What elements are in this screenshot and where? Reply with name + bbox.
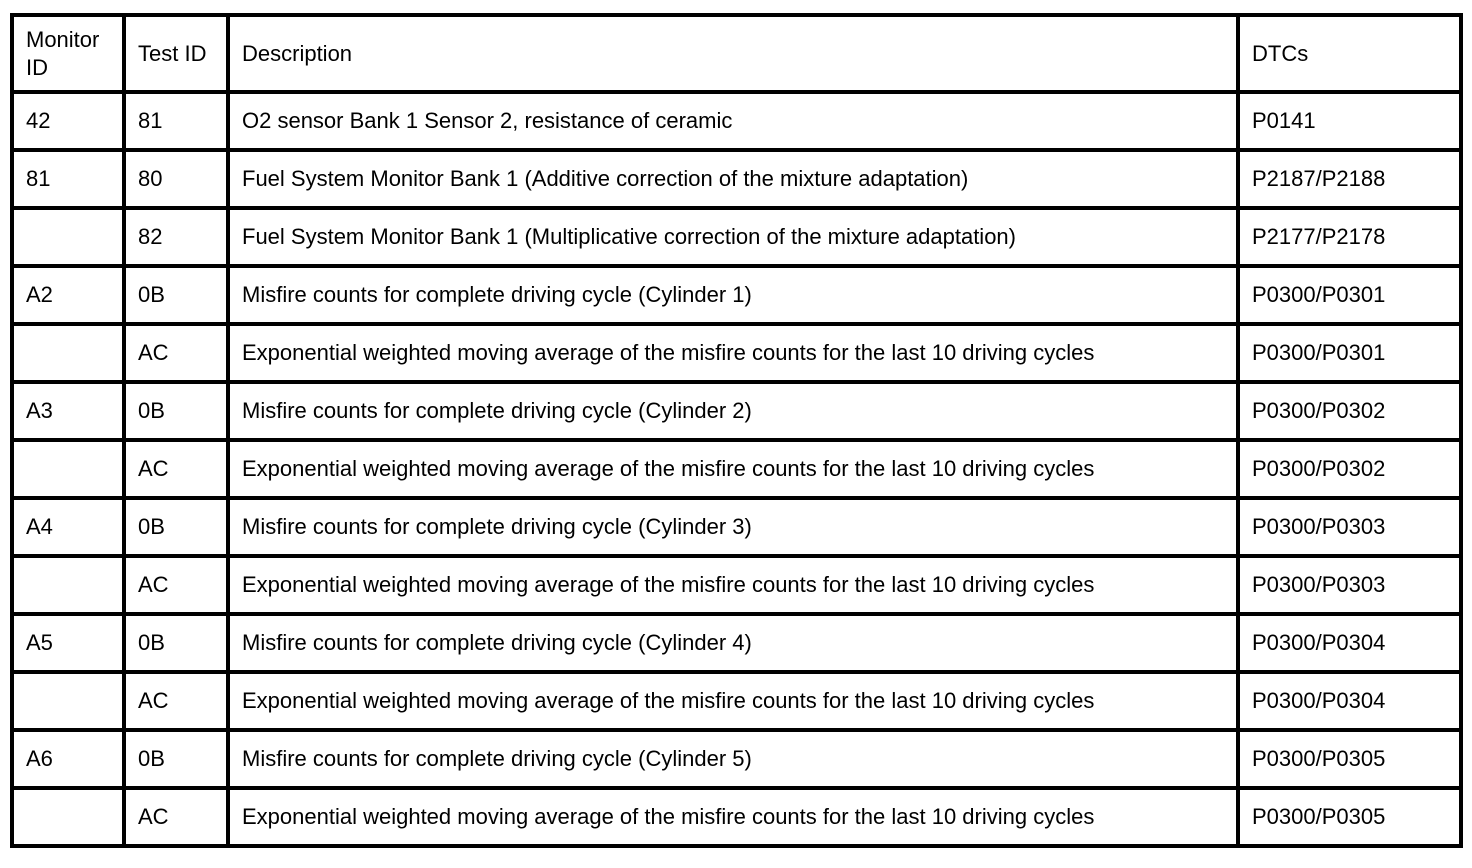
cell-dtcs: P0300/P0303 [1236,496,1463,558]
cell-test-id: 0B [122,612,230,674]
header-cell-monitor-id: Monitor ID [10,13,126,94]
cell-dtcs: P0300/P0303 [1236,554,1463,616]
cell-dtcs: P0300/P0302 [1236,380,1463,442]
cell-monitor-id: A6 [10,728,126,790]
cell-description: Misfire counts for complete driving cycl… [226,728,1240,790]
cell-test-id: 0B [122,264,230,326]
header-cell-dtcs: DTCs [1236,13,1463,94]
cell-description: Exponential weighted moving average of t… [226,322,1240,384]
cell-dtcs: P0300/P0304 [1236,612,1463,674]
cell-test-id: AC [122,438,230,500]
table-row: AC Exponential weighted moving average o… [10,786,1463,848]
header-cell-description: Description [226,13,1240,94]
cell-monitor-id [10,786,126,848]
header-row: Monitor ID Test ID Description DTCs [10,13,1463,94]
table-row: A2 0B Misfire counts for complete drivin… [10,264,1463,326]
cell-dtcs: P0300/P0304 [1236,670,1463,732]
cell-dtcs: P0300/P0302 [1236,438,1463,500]
cell-test-id: AC [122,786,230,848]
cell-test-id: AC [122,670,230,732]
table-body: 42 81 O2 sensor Bank 1 Sensor 2, resista… [10,90,1463,848]
cell-description: Misfire counts for complete driving cycl… [226,612,1240,674]
cell-description: Misfire counts for complete driving cycl… [226,380,1240,442]
cell-description: Exponential weighted moving average of t… [226,786,1240,848]
cell-monitor-id [10,206,126,268]
cell-dtcs: P0300/P0305 [1236,728,1463,790]
cell-description: Misfire counts for complete driving cycl… [226,496,1240,558]
table-row: AC Exponential weighted moving average o… [10,322,1463,384]
header-cell-test-id: Test ID [122,13,230,94]
table-row: AC Exponential weighted moving average o… [10,670,1463,732]
cell-description: Fuel System Monitor Bank 1 (Additive cor… [226,148,1240,210]
cell-test-id: AC [122,554,230,616]
cell-monitor-id: 42 [10,90,126,152]
table-row: 81 80 Fuel System Monitor Bank 1 (Additi… [10,148,1463,210]
cell-monitor-id: A4 [10,496,126,558]
table-row: A6 0B Misfire counts for complete drivin… [10,728,1463,790]
cell-test-id: 82 [122,206,230,268]
cell-description: Fuel System Monitor Bank 1 (Multiplicati… [226,206,1240,268]
cell-dtcs: P2187/P2188 [1236,148,1463,210]
cell-test-id: 80 [122,148,230,210]
cell-description: Exponential weighted moving average of t… [226,554,1240,616]
cell-description: Exponential weighted moving average of t… [226,670,1240,732]
cell-test-id: 0B [122,496,230,558]
cell-monitor-id [10,322,126,384]
table-row: A4 0B Misfire counts for complete drivin… [10,496,1463,558]
monitor-test-id-table: Monitor ID Test ID Description DTCs 42 8… [10,13,1463,848]
table-row: 42 81 O2 sensor Bank 1 Sensor 2, resista… [10,90,1463,152]
table-row: A3 0B Misfire counts for complete drivin… [10,380,1463,442]
cell-description: Misfire counts for complete driving cycl… [226,264,1240,326]
cell-test-id: 0B [122,380,230,442]
table-row: AC Exponential weighted moving average o… [10,438,1463,500]
table-row: AC Exponential weighted moving average o… [10,554,1463,616]
cell-monitor-id: A3 [10,380,126,442]
cell-dtcs: P0300/P0301 [1236,264,1463,326]
cell-dtcs: P0141 [1236,90,1463,152]
cell-monitor-id: 81 [10,148,126,210]
cell-dtcs: P0300/P0301 [1236,322,1463,384]
cell-monitor-id [10,670,126,732]
cell-monitor-id [10,554,126,616]
cell-dtcs: P0300/P0305 [1236,786,1463,848]
document-page: Monitor ID Test ID Description DTCs 42 8… [10,13,1463,848]
cell-dtcs: P2177/P2178 [1236,206,1463,268]
cell-monitor-id: A5 [10,612,126,674]
table-row: 82 Fuel System Monitor Bank 1 (Multiplic… [10,206,1463,268]
cell-description: O2 sensor Bank 1 Sensor 2, resistance of… [226,90,1240,152]
cell-test-id: AC [122,322,230,384]
cell-test-id: 0B [122,728,230,790]
cell-monitor-id: A2 [10,264,126,326]
cell-monitor-id [10,438,126,500]
cell-test-id: 81 [122,90,230,152]
table-row: A5 0B Misfire counts for complete drivin… [10,612,1463,674]
cell-description: Exponential weighted moving average of t… [226,438,1240,500]
table-header: Monitor ID Test ID Description DTCs [10,13,1463,94]
